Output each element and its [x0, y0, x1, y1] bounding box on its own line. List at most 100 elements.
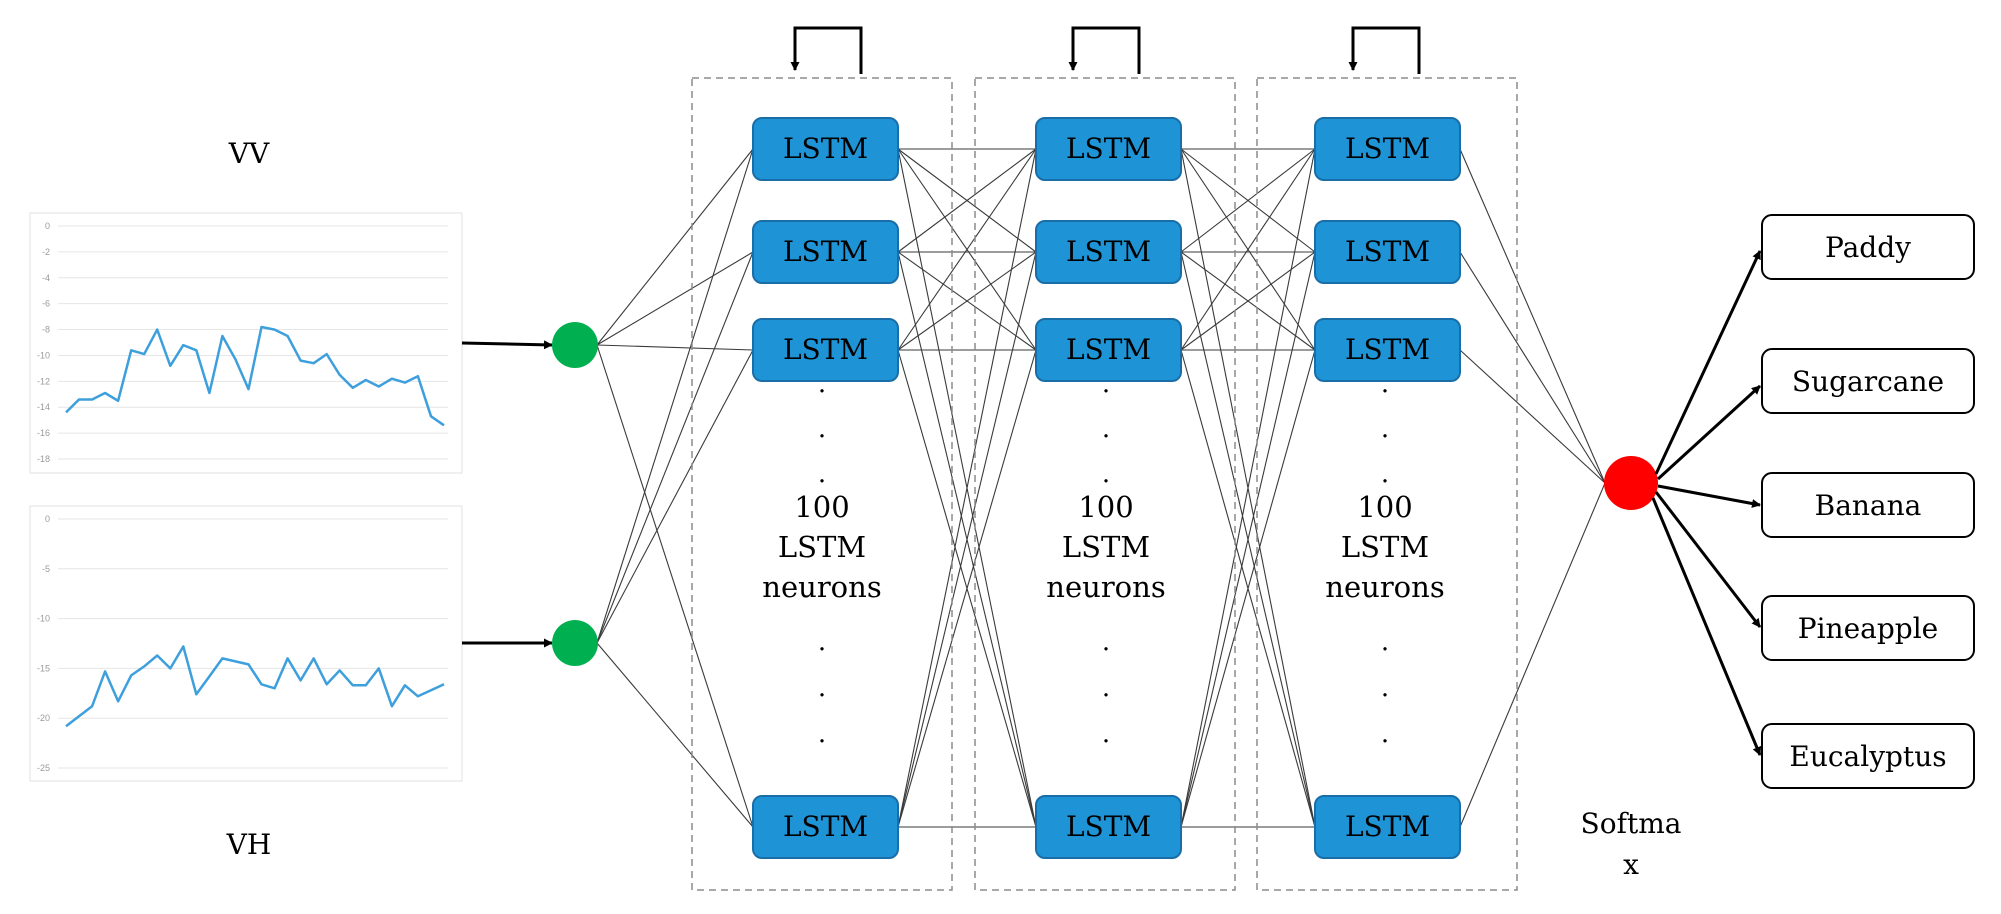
lstm-cell-label: LSTM	[1345, 235, 1430, 268]
lstm-to-lstm-connection	[1180, 251, 1316, 828]
lstm-layer-2-box	[974, 77, 1236, 891]
y-tick-label: -14	[37, 402, 50, 412]
recurrent-loop-arrow-1	[790, 26, 863, 74]
lstm-to-lstm-connection	[897, 148, 1037, 253]
lstm-cell-label: LSTM	[1345, 132, 1430, 165]
lstm-cell	[1035, 795, 1182, 859]
lstm-layer-3-box	[1256, 77, 1518, 891]
vv-input-arrow	[461, 340, 553, 350]
y-tick-label: -8	[42, 325, 50, 335]
y-tick-label: -25	[37, 763, 50, 773]
lstm-cell-label: LSTM	[1345, 810, 1430, 843]
output-classes: Paddy Sugarcane Banana Pineapple Eucalyp…	[1761, 214, 1975, 789]
lstm-cell-label: LSTM	[1066, 810, 1151, 843]
lstm-cell	[1314, 318, 1461, 382]
output-arrow-pineapple	[1654, 491, 1762, 628]
output-box-pineapple	[1761, 595, 1975, 661]
input-to-lstm-connection	[596, 642, 754, 828]
y-tick-label: -20	[37, 713, 50, 723]
output-label-eucalyptus: Eucalyptus	[1789, 740, 1946, 773]
lstm-cell-label: LSTM	[783, 810, 868, 843]
ellipsis-dot: .	[818, 369, 826, 399]
neuron-count-unit: LSTM	[778, 530, 866, 564]
ellipsis-dot: .	[1102, 414, 1110, 444]
lstm-layer-1: LSTM LSTM LSTM LSTM . . . 100 LSTM neuro…	[752, 117, 899, 859]
output-arrow-sugarcane	[1656, 384, 1762, 481]
lstm-cell-label: LSTM	[783, 132, 868, 165]
neuron-count-label: neurons	[1046, 570, 1165, 604]
ellipsis-dot: .	[1102, 369, 1110, 399]
lstm-cell-label: LSTM	[1066, 235, 1151, 268]
neuron-count-unit: LSTM	[1062, 530, 1150, 564]
output-arrow-paddy	[1654, 250, 1762, 475]
ellipsis-dot: .	[1102, 459, 1110, 489]
ellipsis-dot: .	[1381, 719, 1389, 749]
lstm-cell-label: LSTM	[1345, 333, 1430, 366]
vv-chart-frame	[29, 212, 463, 474]
neuron-count-unit: LSTM	[1341, 530, 1429, 564]
y-tick-label: 0	[45, 514, 50, 524]
output-label-banana: Banana	[1815, 489, 1922, 522]
lstm-cell-label: LSTM	[783, 235, 868, 268]
vv-series-line	[65, 325, 445, 427]
lstm-cell	[1314, 220, 1461, 284]
vv-input-node	[552, 322, 598, 368]
lstm-to-lstm-connection	[897, 148, 1037, 828]
lstm-to-softmax-connection	[1459, 482, 1606, 828]
y-tick-label: 0	[45, 221, 50, 231]
lstm-to-softmax-connection	[1459, 251, 1606, 484]
y-tick-label: -2	[42, 247, 50, 257]
lstm-cell	[1314, 117, 1461, 181]
y-tick-label: -15	[37, 663, 50, 673]
vh-line-chart: 0-5-10-15-20-25	[29, 505, 463, 782]
vv-line-chart: 0-2-4-6-8-10-12-14-16-18	[29, 212, 463, 474]
output-box-sugarcane	[1761, 348, 1975, 414]
lstm-cell-label: LSTM	[1066, 333, 1151, 366]
y-tick-label: -4	[42, 273, 50, 283]
lstm-cell	[752, 318, 899, 382]
lstm-to-lstm-connection	[1180, 251, 1316, 351]
vv-label: VV	[228, 137, 270, 170]
ellipsis-dot: .	[1102, 627, 1110, 657]
y-tick-label: -6	[42, 299, 50, 309]
lstm-cell	[1035, 117, 1182, 181]
lstm-layer-1-box	[691, 77, 953, 891]
output-box-eucalyptus	[1761, 723, 1975, 789]
lstm-to-lstm-connection	[897, 251, 1037, 828]
recurrent-loop-arrow-2	[1068, 26, 1141, 74]
vh-input-node	[552, 620, 598, 666]
ellipsis-dot: .	[818, 459, 826, 489]
vh-chart-frame	[29, 505, 463, 782]
neuron-count-label: neurons	[762, 570, 881, 604]
y-tick-label: -16	[37, 428, 50, 438]
ellipsis-dot: .	[818, 673, 826, 703]
ellipsis-dot: .	[1102, 719, 1110, 749]
ellipsis-dot: .	[818, 414, 826, 444]
lstm-to-lstm-connection	[1180, 349, 1316, 828]
softmax-label-continued: x	[1623, 848, 1639, 881]
lstm-cell-label: LSTM	[783, 333, 868, 366]
vh-label: VH	[226, 828, 272, 861]
output-arrow-eucalyptus	[1651, 497, 1762, 756]
y-tick-label: -10	[37, 614, 50, 624]
lstm-to-softmax-connection	[1459, 349, 1606, 484]
input-to-lstm-connection	[596, 148, 754, 644]
lstm-cell	[752, 795, 899, 859]
neuron-count: 100	[794, 490, 849, 524]
neuron-count-label: neurons	[1325, 570, 1444, 604]
ellipsis-dot: .	[1381, 673, 1389, 703]
input-to-lstm-connection	[596, 344, 754, 351]
input-to-lstm-connection	[596, 344, 754, 828]
ellipsis-dot: .	[1381, 369, 1389, 399]
input-to-lstm-connection	[596, 251, 754, 644]
recurrent-loop-arrow-3	[1348, 26, 1421, 74]
vh-series-line	[65, 645, 445, 728]
lstm-to-lstm-connection	[897, 349, 1037, 828]
output-label-sugarcane: Sugarcane	[1792, 365, 1944, 398]
output-box-paddy	[1761, 214, 1975, 280]
lstm-to-lstm-connection	[1180, 148, 1316, 828]
ellipsis-dot: .	[818, 719, 826, 749]
input-to-lstm-connection	[596, 148, 754, 346]
lstm-cell	[752, 220, 899, 284]
